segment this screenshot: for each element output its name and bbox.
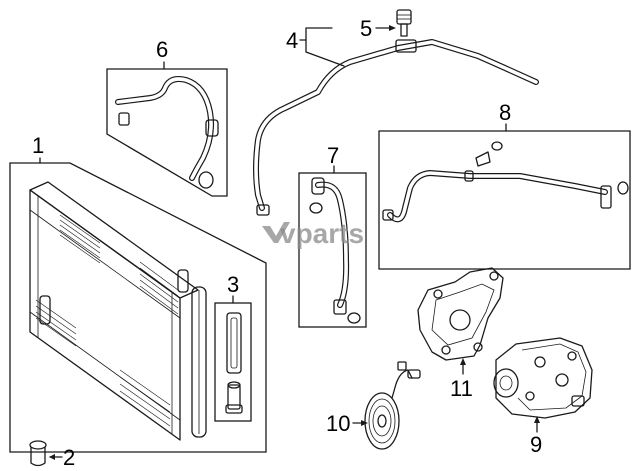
condenser-outline-panel <box>9 162 267 453</box>
hose-part-6: 6 <box>106 37 228 197</box>
compressor-front <box>493 368 519 398</box>
clutch-wire <box>391 369 413 399</box>
hose-6-fitting <box>118 112 130 126</box>
line-8-pipe <box>388 171 607 222</box>
watermark-logo-mark <box>262 222 290 243</box>
line-8-valve <box>475 151 491 167</box>
hose-6-panel <box>106 68 228 197</box>
cap-part-2: 2 <box>29 440 75 470</box>
compressor-part-9: 9 <box>493 337 593 457</box>
clutch-hub <box>377 414 387 428</box>
line-8-panel <box>378 130 631 270</box>
callout-10: 10 <box>326 411 350 436</box>
clutch-connector <box>407 369 421 379</box>
compressor-body <box>495 337 593 419</box>
drier-kit-part-3: 3 <box>214 272 252 422</box>
arrow-9 <box>534 416 540 423</box>
callout-11: 11 <box>450 376 473 401</box>
condenser-fin-hatching <box>35 214 179 427</box>
condenser-top-tank <box>29 181 199 299</box>
clutch-part-10: 10 <box>326 361 421 450</box>
hose-7-panel <box>298 172 367 328</box>
condenser-fitting <box>39 295 51 325</box>
arrow-11 <box>460 358 466 365</box>
line-8-cap <box>491 141 503 151</box>
o-ring-7a <box>309 202 323 214</box>
callout-8: 8 <box>499 100 511 125</box>
callout-2: 2 <box>63 445 75 470</box>
callout-5: 5 <box>360 16 372 41</box>
callout-4: 4 <box>286 28 298 53</box>
compressor-bracket <box>417 267 504 361</box>
line-4-pipe <box>254 40 538 210</box>
desiccant-bag <box>226 312 242 374</box>
watermark: vparts <box>262 218 364 249</box>
arrow-10 <box>361 420 368 426</box>
condenser-side-tank <box>191 286 207 438</box>
line-4-block-fitting <box>395 39 417 53</box>
condenser-part-1: 1 <box>9 133 267 453</box>
watermark-text: vparts <box>280 218 364 249</box>
callout-9: 9 <box>530 432 542 457</box>
arrow-5 <box>389 25 396 31</box>
callout-1: 1 <box>32 133 44 158</box>
condenser-core <box>29 189 181 441</box>
hose-part-7: 7 <box>298 143 367 328</box>
o-ring-7b <box>347 312 361 324</box>
arrow-2 <box>49 454 55 460</box>
hose-7-fitting <box>311 177 325 195</box>
line-8-end-fitting <box>600 185 612 209</box>
callout-7: 7 <box>327 143 339 168</box>
callout-6: 6 <box>156 37 168 62</box>
o-ring-8 <box>617 181 629 195</box>
cap-body <box>30 446 46 467</box>
drier-plug <box>227 384 241 410</box>
clutch-pulley <box>364 392 400 450</box>
o-ring-6 <box>198 171 214 189</box>
line-part-4: 4 <box>253 27 539 216</box>
line-part-8: 8 <box>378 100 631 270</box>
drier-kit-box <box>214 302 252 422</box>
line-4-end-fitting <box>256 204 270 216</box>
service-valve-cap <box>396 9 412 25</box>
valve-part-5: 5 <box>360 9 412 41</box>
hose-6-line <box>116 77 213 180</box>
callout-3: 3 <box>227 272 239 297</box>
bracket-part-11: 11 <box>417 267 504 401</box>
hose-7-line <box>316 182 348 307</box>
